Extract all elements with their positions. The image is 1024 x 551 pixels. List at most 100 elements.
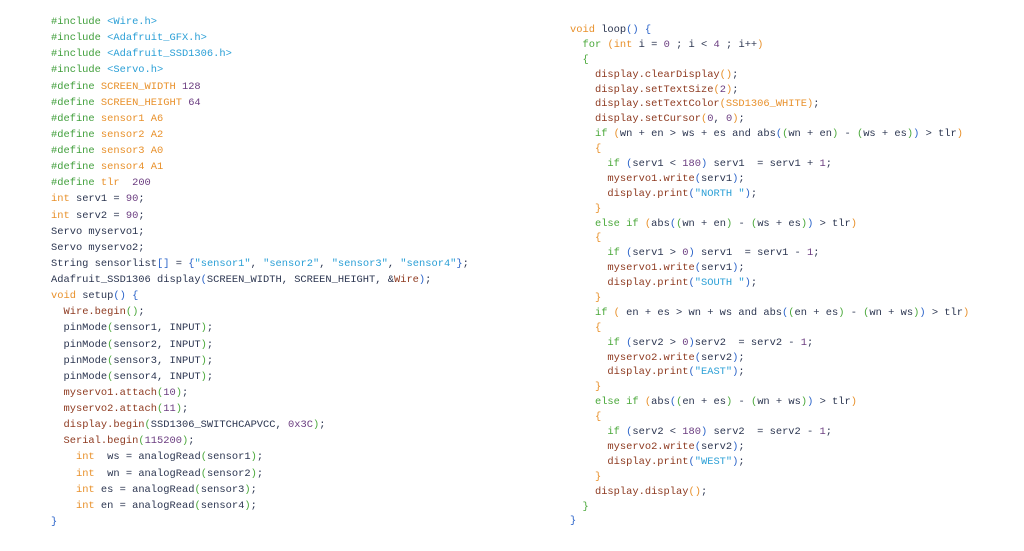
- code-token: Servo myservo2;: [51, 241, 145, 254]
- code-line: if (serv1 < 180) serv1 = serv1 + 1;: [570, 157, 969, 172]
- code-line: #include <Servo.h>: [51, 62, 469, 78]
- code-token: ): [906, 128, 914, 141]
- code-token: [570, 39, 582, 51]
- code-token: (: [700, 113, 708, 126]
- code-token: [570, 292, 595, 304]
- code-token: (: [607, 38, 614, 51]
- code-token: (: [694, 172, 701, 185]
- code-token: pinMode: [51, 322, 108, 335]
- code-token: ): [732, 455, 739, 468]
- code-token: int: [51, 193, 70, 206]
- code-token: 2: [719, 83, 726, 96]
- code-token: (: [775, 128, 783, 141]
- code-line: int es = analogRead(sensor3);: [51, 482, 469, 498]
- code-line: int ws = analogRead(sensor1);: [51, 449, 469, 465]
- code-token: ;: [813, 247, 820, 260]
- code-token: sensor2: [206, 467, 251, 480]
- code-token: "SOUTH ": [694, 277, 745, 290]
- code-token: wn + en: [682, 217, 726, 230]
- code-token: [570, 262, 607, 274]
- code-token: ): [200, 322, 207, 335]
- code-token: 1: [819, 426, 826, 439]
- code-line: #define sensor1 A6: [51, 111, 469, 127]
- code-token: ): [701, 158, 708, 171]
- code-token: 200: [119, 177, 151, 190]
- code-token: ): [732, 172, 739, 185]
- code-token: <Servo.h>: [107, 64, 164, 77]
- code-token: ;: [206, 338, 214, 351]
- code-token: {: [594, 321, 602, 334]
- code-token: 1: [807, 247, 814, 260]
- code-token: ;: [182, 386, 189, 399]
- code-line: display.display();: [570, 485, 969, 500]
- code-token: for: [582, 38, 608, 51]
- code-token: #define: [51, 145, 101, 157]
- code-token: []: [157, 257, 170, 270]
- code-token: serv2: [700, 440, 733, 453]
- code-token: > tlr: [813, 217, 851, 230]
- code-token: (: [200, 451, 207, 464]
- code-token: [570, 501, 582, 513]
- code-token: ): [956, 128, 964, 141]
- code-line: pinMode(sensor1, INPUT);: [51, 320, 469, 336]
- code-line: pinMode(sensor4, INPUT);: [51, 369, 469, 385]
- code-token: Servo myservo1;: [51, 225, 145, 238]
- code-token: #define: [51, 128, 101, 141]
- code-token: SCREEN_WIDTH: [100, 80, 176, 93]
- code-line: display.setTextSize(2);: [570, 83, 969, 98]
- code-token: ,: [319, 257, 332, 270]
- code-token: abs: [651, 217, 670, 230]
- code-token: (: [194, 483, 201, 496]
- code-line: display.print("NORTH ");: [570, 187, 969, 202]
- code-token: 115200: [144, 435, 182, 448]
- code-token: "WEST": [694, 455, 733, 468]
- code-token: ;: [138, 306, 145, 319]
- code-token: loop: [594, 24, 627, 36]
- code-token: ): [181, 435, 189, 448]
- code-line: display.print("WEST");: [570, 455, 969, 470]
- code-line: int en = analogRead(sensor4);: [51, 498, 469, 514]
- code-line: if (serv1 > 0) serv1 = serv1 - 1;: [570, 246, 969, 261]
- code-token: ): [806, 98, 814, 111]
- code-token: ): [200, 354, 207, 367]
- code-token: ;: [825, 426, 832, 439]
- code-token: ): [244, 499, 251, 512]
- code-token: }: [51, 515, 58, 528]
- code-token: if: [594, 306, 614, 319]
- code-token: ): [838, 306, 845, 319]
- code-token: display.clearDisplay: [594, 68, 720, 81]
- code-token: (: [676, 217, 683, 230]
- code-token: ): [312, 419, 320, 432]
- code-token: (: [669, 396, 677, 409]
- code-token: int: [75, 467, 95, 480]
- code-token: 0: [725, 113, 733, 126]
- code-token: void: [570, 24, 595, 36]
- code-token: (: [138, 435, 145, 448]
- code-token: sensor3 A0: [100, 145, 164, 157]
- code-token: #define: [51, 161, 101, 174]
- code-token: [51, 500, 76, 512]
- code-token: serv1 >: [632, 247, 683, 260]
- code-line: display.setCursor(0, 0);: [570, 112, 969, 127]
- code-token: (: [626, 158, 633, 171]
- code-token: sensor3, INPUT: [113, 354, 201, 367]
- code-token: int: [75, 451, 95, 464]
- code-token: "EAST": [694, 366, 733, 379]
- code-token: ; i++: [719, 38, 758, 51]
- code-token: pinMode: [51, 354, 108, 367]
- code-token: pinMode: [51, 370, 108, 383]
- code-token: (: [719, 98, 726, 111]
- code-token: void: [51, 290, 76, 303]
- code-token: ): [807, 217, 814, 230]
- code-token: [570, 232, 595, 244]
- code-token: ws + es: [757, 217, 801, 230]
- code-token: ): [800, 396, 808, 409]
- code-token: 180: [682, 158, 701, 171]
- code-token: display.print: [607, 366, 689, 379]
- code-token: ): [688, 336, 695, 349]
- code-token: -: [732, 217, 751, 230]
- code-token: if: [594, 128, 614, 141]
- code-token: #include: [51, 48, 108, 61]
- code-line: Serial.begin(115200);: [51, 433, 469, 449]
- code-line: String sensorlist[] = {"sensor1", "senso…: [51, 256, 469, 272]
